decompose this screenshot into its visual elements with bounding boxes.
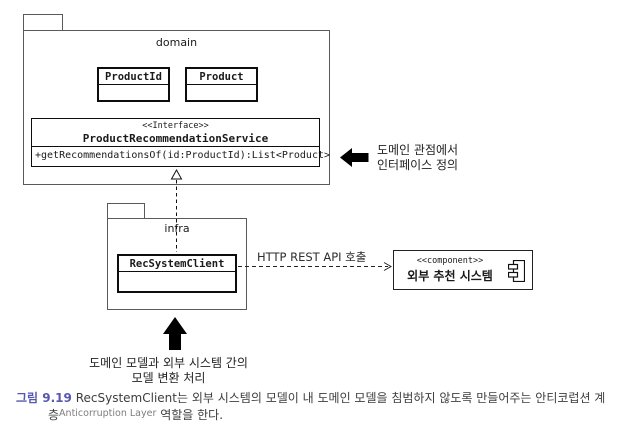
class-recsystemclient-attributes xyxy=(119,272,235,291)
component-icon xyxy=(507,259,526,286)
domain-package-label: domain xyxy=(155,36,198,49)
interface-callout-arrow xyxy=(340,148,369,167)
interface-header: <<Interface>> ProductRecommendationServi… xyxy=(32,119,319,147)
interface-note-line1: 도메인 관점에서 xyxy=(377,143,459,157)
caption-line2-prefix: 층 xyxy=(48,408,60,422)
caption-text-line1: RecSystemClient는 외부 시스템의 모델이 내 도메인 모델을 침… xyxy=(75,391,606,405)
caption-line2-annotation: Anticorruption Layer xyxy=(59,408,157,419)
class-productid-attributes xyxy=(99,85,168,100)
infra-package-tab xyxy=(107,203,145,218)
class-productid-name: ProductId xyxy=(99,69,168,85)
caption-line1: 그림 9.19 RecSystemClient는 외부 시스템의 모델이 내 도… xyxy=(16,390,616,406)
interface-product-recommendation-service: <<Interface>> ProductRecommendationServi… xyxy=(31,118,331,167)
figure-number: 그림 9.19 xyxy=(16,391,72,405)
class-productid: ProductId xyxy=(97,67,170,102)
client-note-line2: 모델 변환 처리 xyxy=(131,370,206,385)
interface-name: ProductRecommendationService xyxy=(82,132,269,145)
interface-stereotype: <<Interface>> xyxy=(142,121,209,131)
client-callout-arrow xyxy=(163,317,187,350)
class-product-attributes xyxy=(187,85,256,100)
client-note-line1: 도메인 모델과 외부 시스템 간의 xyxy=(89,356,248,370)
class-product-name: Product xyxy=(187,69,256,85)
interface-note-line2: 인터페이스 정의 xyxy=(377,157,459,172)
figure-caption: 그림 9.19 RecSystemClient는 외부 시스템의 모델이 내 도… xyxy=(16,390,616,423)
client-note: 도메인 모델과 외부 시스템 간의 모델 변환 처리 xyxy=(85,356,252,385)
class-product: Product xyxy=(185,67,258,102)
component-external-recommendation-system: <<component>> 외부 추천 시스템 xyxy=(393,250,533,290)
component-name: 외부 추천 시스템 xyxy=(407,269,493,283)
class-recsystemclient: RecSystemClient xyxy=(117,254,237,293)
interface-operation: +getRecommendationsOf(id:ProductId):List… xyxy=(35,150,331,161)
class-recsystemclient-name: RecSystemClient xyxy=(119,256,235,272)
caption-line2: 층Anticorruption Layer 역할을 한다. xyxy=(16,406,616,423)
caption-line2-suffix: 역할을 한다. xyxy=(156,408,224,422)
interface-note: 도메인 관점에서 인터페이스 정의 xyxy=(377,143,458,172)
component-stereotype: <<component>> xyxy=(416,256,484,266)
domain-package-tab xyxy=(23,14,63,31)
rest-call-label: HTTP REST API 호출 xyxy=(257,250,367,264)
infra-package-label: infra xyxy=(164,222,190,235)
